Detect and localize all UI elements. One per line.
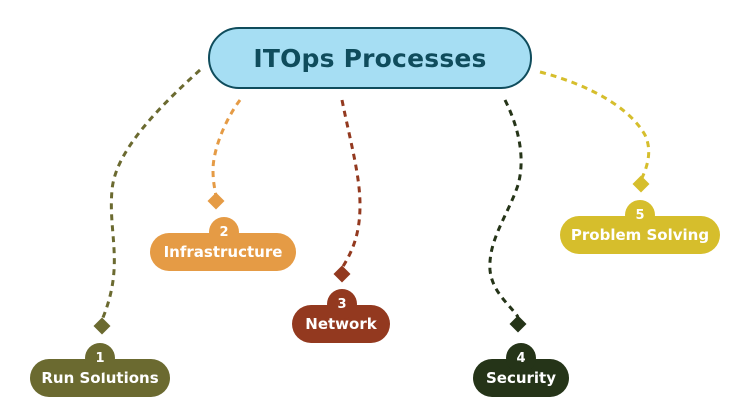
- connector-marker-5: [632, 175, 650, 193]
- connector-line-2: [211, 99, 242, 197]
- connector-line-5: [539, 70, 651, 179]
- node-label: Problem Solving: [570, 226, 710, 244]
- connector-marker-3: [333, 265, 351, 283]
- node-label: Network: [305, 315, 377, 333]
- connector-marker-2: [207, 192, 225, 210]
- title-pill: ITOps Processes: [208, 27, 532, 89]
- node-label-pill: Security: [473, 359, 569, 397]
- node-number: 2: [219, 224, 229, 240]
- connector-marker-4: [509, 315, 527, 333]
- node-number: 1: [95, 350, 105, 366]
- node-label: Security: [485, 369, 557, 387]
- node-number: 5: [635, 207, 645, 223]
- node-number: 4: [516, 350, 526, 366]
- node-label: Infrastructure: [163, 243, 283, 261]
- connector-line-1: [100, 68, 202, 321]
- node-number-badge: 3: [327, 289, 357, 319]
- node-label: Run Solutions: [41, 369, 159, 387]
- node-label-pill: Infrastructure: [150, 233, 296, 271]
- connector-marker-1: [93, 317, 111, 335]
- node-number: 3: [337, 296, 347, 312]
- diagram-title: ITOps Processes: [253, 43, 487, 73]
- node-number-badge: 4: [506, 343, 536, 373]
- node-number-badge: 5: [625, 200, 655, 230]
- connector-line-4: [488, 99, 523, 318]
- connector-line-3: [340, 99, 362, 269]
- node-number-badge: 2: [209, 217, 239, 247]
- node-number-badge: 1: [85, 343, 115, 373]
